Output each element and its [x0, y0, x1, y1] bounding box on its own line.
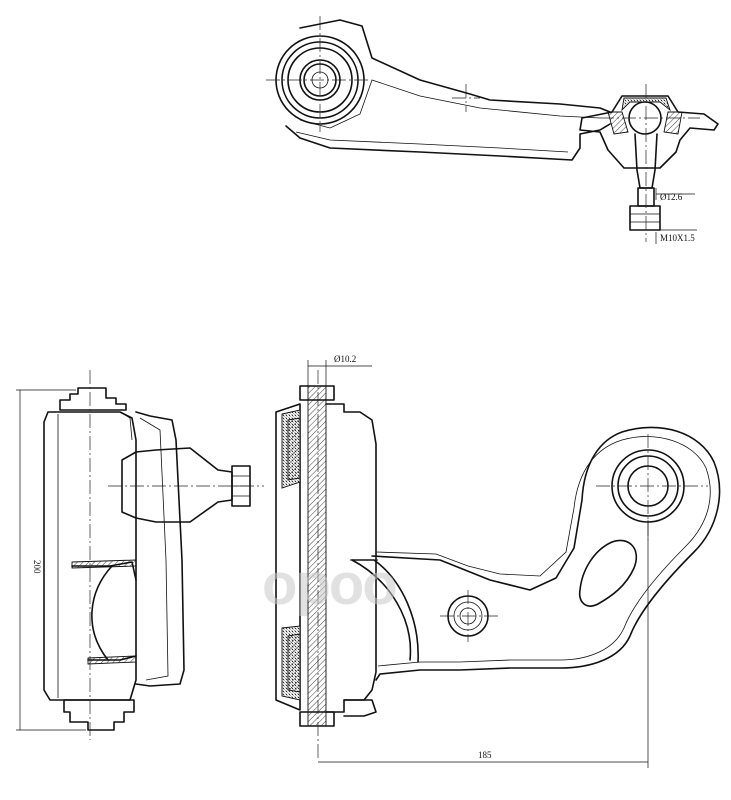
front-arm-slot [578, 539, 637, 607]
side-top-bolt [59, 387, 127, 411]
bolt-diameter-label: Ø10.2 [334, 354, 356, 364]
front-arm-outline [371, 426, 721, 681]
top-arm-lower-edge [295, 131, 569, 153]
top-ball-joint [579, 95, 719, 231]
side-bushing-body [43, 411, 137, 701]
top-arm-inner-edge [299, 79, 601, 129]
side-bottom-bolt [63, 699, 135, 731]
top-view: Ø12.6 M10X1.5 [266, 16, 719, 244]
stud-diameter-label: Ø12.6 [660, 192, 683, 202]
front-bushing-body [325, 403, 377, 713]
bushing-height-label: 200 [32, 560, 42, 574]
thread-label: M10X1.5 [660, 233, 695, 243]
front-bushing-section [275, 403, 301, 711]
side-arm-plate [135, 411, 185, 687]
top-arm-body [285, 19, 611, 161]
watermark-logo: ороо [262, 552, 396, 617]
side-view: 200 [16, 370, 264, 740]
front-view: Ø10.2 185 [275, 354, 721, 768]
arm-length-label: 185 [478, 750, 492, 760]
